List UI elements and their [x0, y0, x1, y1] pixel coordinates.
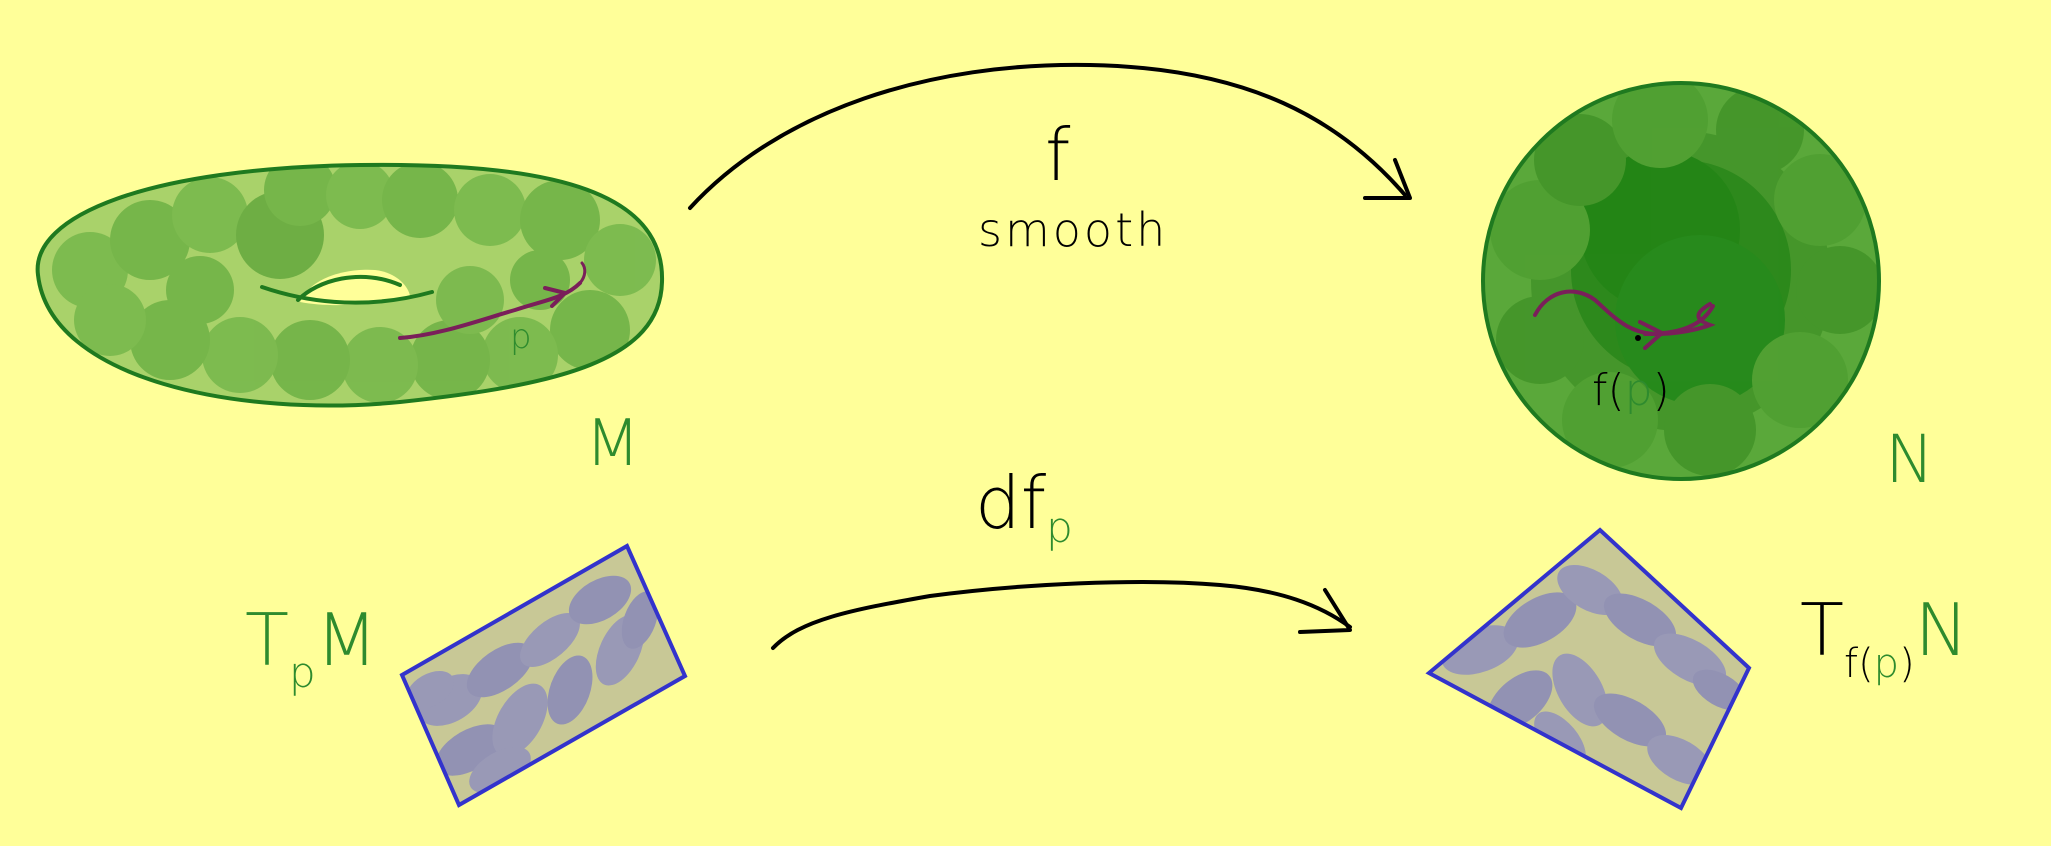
tangent-space-TpM — [399, 543, 688, 808]
differential-label: dfp — [975, 461, 1073, 552]
tpm-M: M — [316, 598, 378, 682]
tangent-space-TfpN — [1425, 527, 1752, 811]
tfn-N: N — [1915, 588, 1969, 672]
tpm-sub-p: p — [289, 648, 316, 697]
point-p-label: p — [510, 317, 532, 357]
differential-d: d — [975, 461, 1021, 545]
tfn-sub-close: ) — [1899, 641, 1915, 687]
tangent-TpM-label: TpM — [245, 598, 378, 697]
manifold-M-label: M — [585, 407, 640, 481]
tfn-sub-f: f( — [1844, 641, 1874, 687]
differential-f: f — [1021, 461, 1047, 545]
map-f-label: f — [1045, 113, 1071, 197]
image-f-label: f(p) — [1592, 365, 1670, 416]
map-f-arrow — [688, 62, 1412, 210]
image-f-close: ) — [1653, 365, 1670, 416]
differential-sub-p: p — [1046, 503, 1073, 552]
curve-on-M — [398, 261, 587, 340]
image-f-p: p — [1625, 365, 1653, 416]
tfn-T: T — [1800, 588, 1844, 672]
manifold-N-disk — [1481, 81, 1881, 481]
tpm-T: T — [245, 598, 289, 682]
manifold-M-torus — [35, 162, 665, 408]
map-smooth-label: smooth — [978, 203, 1168, 257]
manifold-N-label: N — [1885, 421, 1934, 498]
tfn-sub-p: p — [1874, 641, 1899, 687]
curve-on-N — [1533, 289, 1716, 350]
tangent-TfpN-label: Tf(p)N — [1800, 588, 1969, 687]
image-f-open: f( — [1592, 365, 1625, 416]
differential-arrow — [771, 580, 1352, 650]
